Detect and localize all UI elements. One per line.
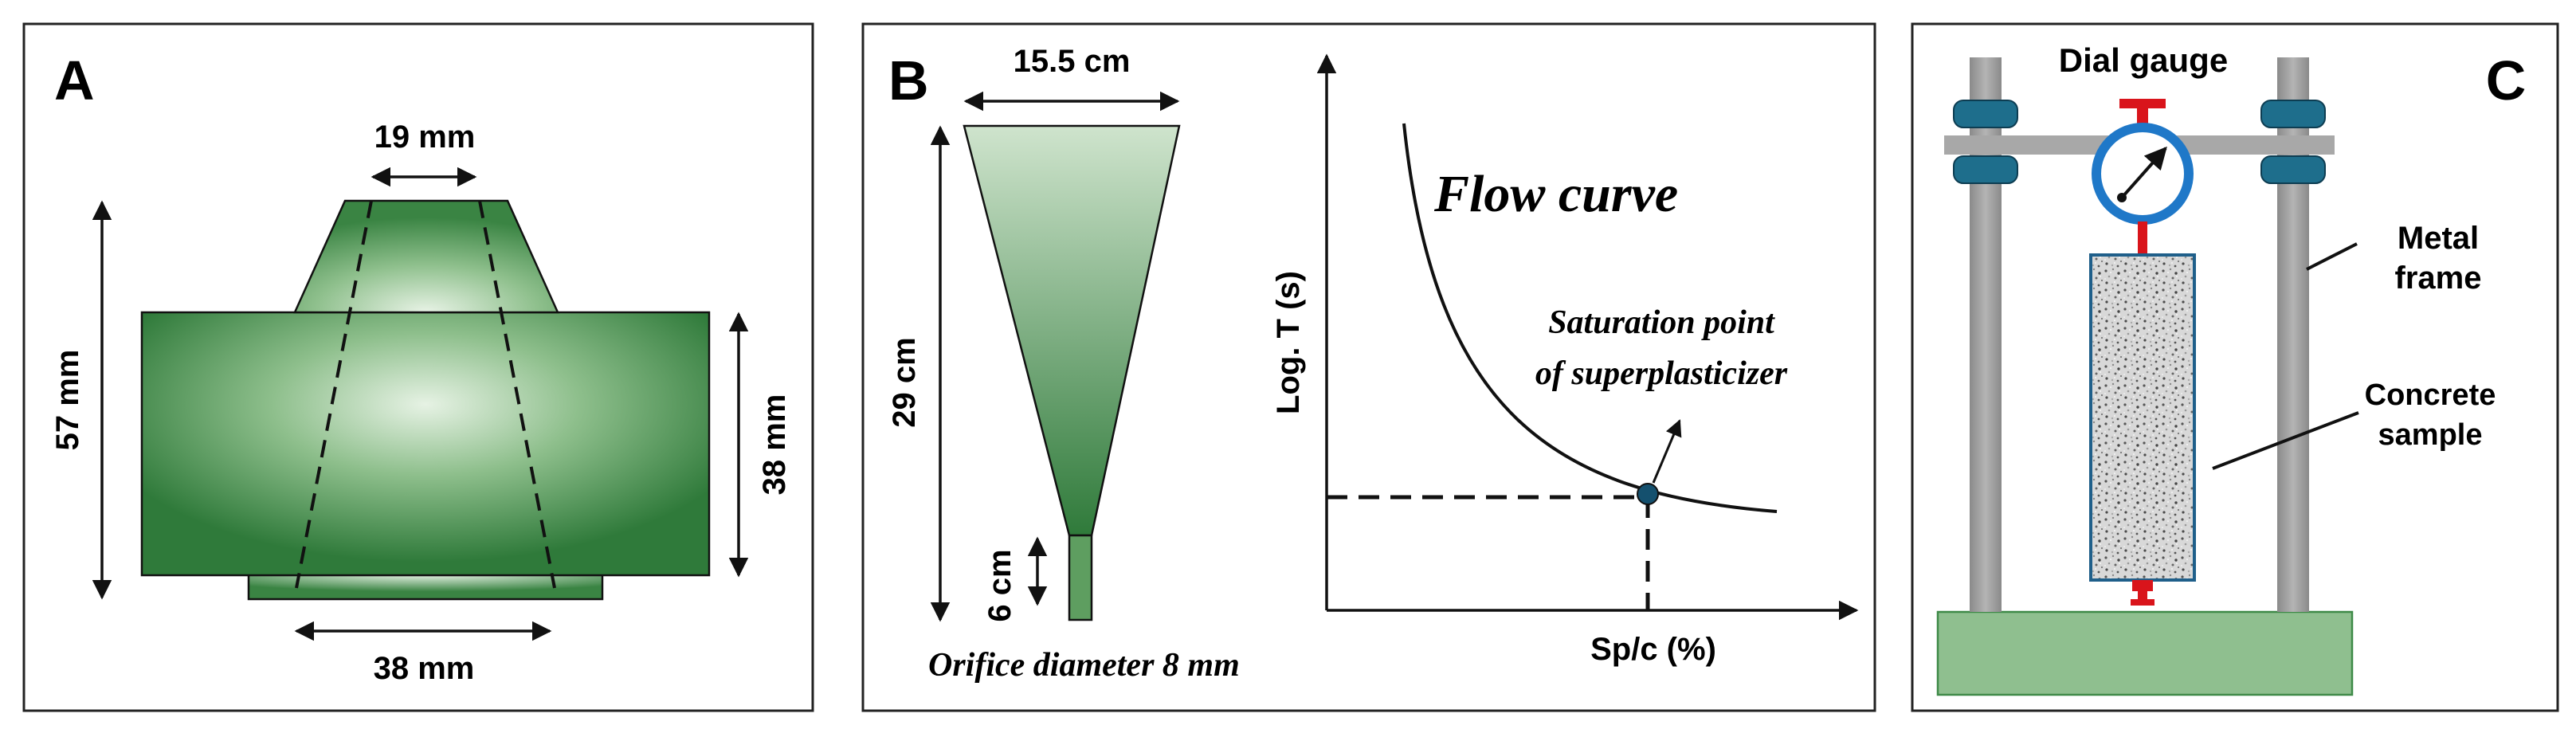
clamp-right-upper bbox=[2260, 100, 2326, 128]
panel-c-letter: C bbox=[2486, 49, 2527, 112]
sample-bottom-stem bbox=[2138, 590, 2147, 601]
clamp-right-lower bbox=[2260, 155, 2326, 184]
dial-plunger bbox=[2138, 221, 2147, 255]
plot-x-axis-label: Sp/c (%) bbox=[1590, 632, 1716, 667]
metal-frame-label-line2: frame bbox=[2395, 261, 2482, 296]
saturation-pointer-arrow bbox=[1652, 419, 1682, 484]
frame-base bbox=[1936, 610, 2354, 696]
clamp-left-upper bbox=[1953, 100, 2018, 128]
concrete-sample-label-line1: Concrete bbox=[2365, 378, 2496, 412]
clamp-left-lower bbox=[1953, 155, 2018, 184]
panel-a: A 19 mm 57 mm 38 mm 38 mm bbox=[22, 22, 814, 712]
dial-needle-pivot bbox=[2117, 193, 2127, 202]
dim-height-label: 57 mm bbox=[50, 350, 85, 451]
concrete-sample-leader bbox=[2212, 411, 2359, 470]
cone-top bbox=[293, 199, 559, 314]
flow-curve bbox=[1402, 123, 1778, 513]
dim-funnel-width-label: 15.5 cm bbox=[1014, 44, 1131, 79]
cone-base-plate bbox=[247, 572, 604, 601]
cone-inner-line-left bbox=[295, 200, 373, 589]
panel-b: B 15.5 cm 29 cm 6 cm Orifice diameter 8 … bbox=[861, 22, 1876, 712]
metal-frame-leader bbox=[2306, 242, 2358, 271]
dim-bottom-width-label: 38 mm bbox=[374, 651, 475, 686]
panel-c: C Dial gauge Metal frame Concrete samp bbox=[1911, 22, 2559, 712]
dial-gauge-label: Dial gauge bbox=[2059, 41, 2228, 79]
dim-body-height-label: 38 mm bbox=[757, 394, 792, 496]
metal-frame-label-line1: Metal bbox=[2398, 221, 2479, 256]
saturation-point-marker bbox=[1637, 483, 1659, 505]
flow-curve-title: Flow curve bbox=[1433, 165, 1678, 223]
cone-inner-line-right bbox=[478, 200, 556, 589]
dim-funnel-height-label: 29 cm bbox=[887, 337, 922, 427]
funnel-orifice bbox=[1068, 534, 1093, 621]
panel-b-letter: B bbox=[888, 49, 929, 112]
sample-bottom-plate bbox=[2132, 580, 2153, 591]
dim-top-width-label: 19 mm bbox=[374, 120, 476, 155]
dim-orifice-label: 6 cm bbox=[982, 549, 1017, 621]
orifice-caption: Orifice diameter 8 mm bbox=[928, 647, 1240, 684]
saturation-label-line2: of superplasticizer bbox=[1535, 355, 1788, 392]
concrete-sample-label-line2: sample bbox=[2378, 418, 2483, 452]
sample-bottom-base bbox=[2131, 599, 2155, 606]
panel-a-letter: A bbox=[54, 49, 95, 112]
dial-needle bbox=[2120, 146, 2167, 199]
cone-body bbox=[140, 311, 711, 577]
concrete-sample bbox=[2089, 253, 2196, 582]
dial-top-knob bbox=[2119, 99, 2166, 108]
plot-y-axis-label: Log. T (s) bbox=[1271, 271, 1306, 414]
saturation-label-line1: Saturation point bbox=[1548, 304, 1775, 341]
